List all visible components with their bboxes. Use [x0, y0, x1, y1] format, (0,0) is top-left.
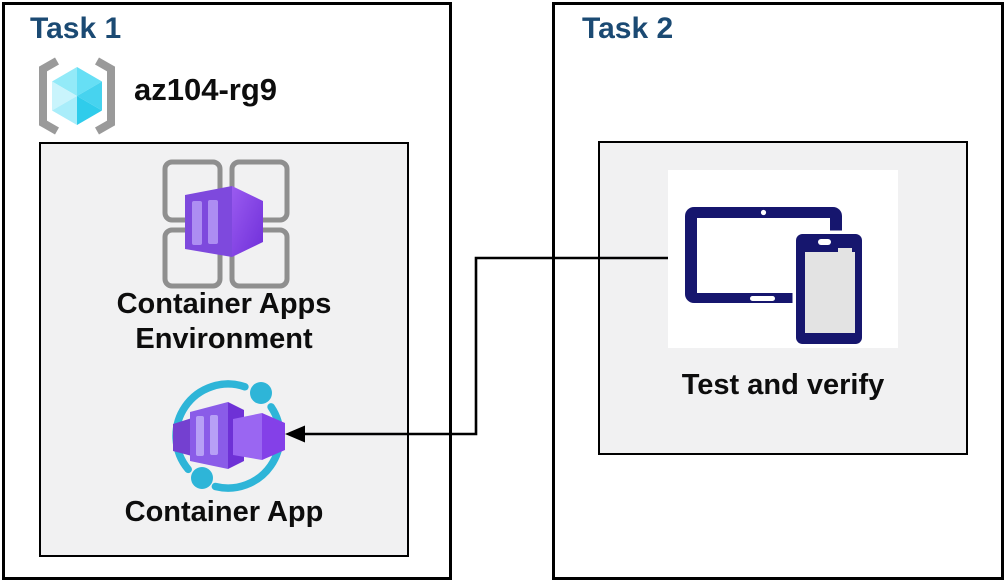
task1-title: Task 1 [30, 12, 122, 45]
test-and-verify-card [668, 170, 898, 348]
container-app-label: Container App [124, 496, 324, 528]
label-line-1: Container Apps [116, 288, 332, 320]
devices-icon [685, 207, 866, 348]
container-app-icon [158, 372, 298, 504]
resource-group-name: az104-rg9 [134, 72, 278, 107]
task2-title: Task 2 [582, 12, 674, 45]
container-apps-environment-label: Container Apps Environment [39, 287, 409, 357]
container-apps-environment-icon [162, 159, 290, 289]
resource-group-icon [30, 54, 124, 138]
label-line-2: Environment [135, 323, 313, 355]
test-and-verify-label: Test and verify [681, 369, 885, 401]
